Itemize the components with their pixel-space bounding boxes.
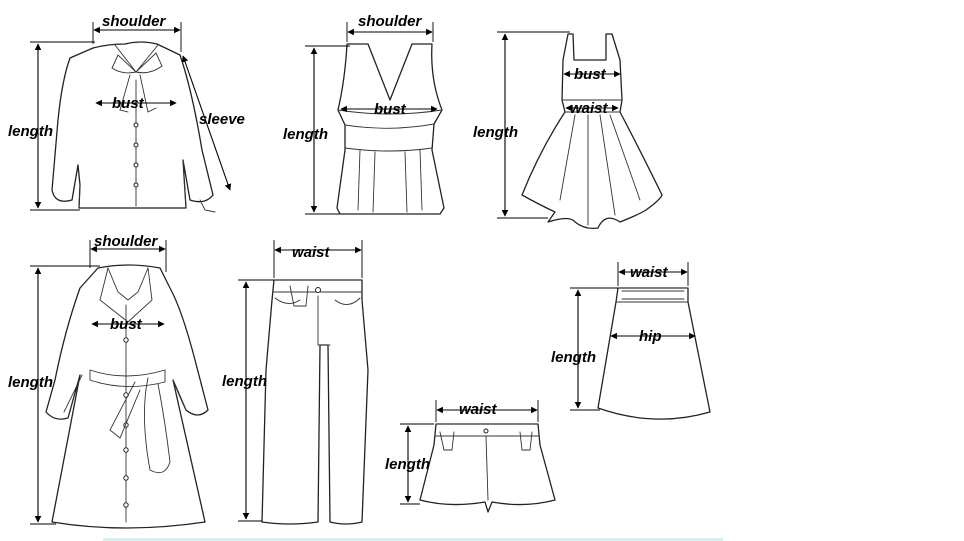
coat-bust-label: bust [110,316,143,333]
dress-illustration [521,33,663,230]
coat-illustration [45,264,209,529]
dress-waist-label: waist [570,100,609,117]
pants-waist-label: waist [292,244,331,261]
skirt-waist-label: waist [630,264,669,281]
bottom-strip [103,538,723,541]
coat-length-label: length [8,374,53,391]
shirt-illustration [51,41,216,213]
vest-bust-label: bust [374,101,407,118]
coat-shoulder-label: shoulder [94,233,159,250]
skirt-hip-label: hip [639,328,662,345]
shorts-length-label: length [385,456,430,473]
shorts-illustration [419,423,556,513]
skirt-illustration [597,287,711,420]
shorts-waist-label: waist [459,401,498,418]
skirt-length-label: length [551,349,596,366]
shirt-bust-label: bust [112,95,145,112]
shirt-sleeve-label: sleeve [199,111,245,128]
vest-shoulder-label: shoulder [358,13,423,30]
shirt-length-label: length [8,123,53,140]
pants-illustration [261,279,369,525]
vest-length-label: length [283,126,328,143]
vest-illustration [336,43,445,215]
dress-bust-label: bust [574,66,607,83]
dress-length-label: length [473,124,518,141]
shirt-shoulder-label: shoulder [102,13,167,30]
pants-length-label: length [222,373,267,390]
